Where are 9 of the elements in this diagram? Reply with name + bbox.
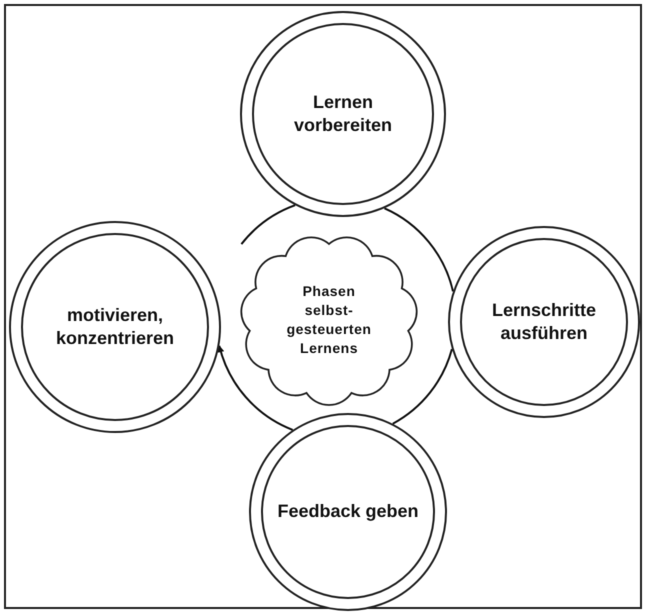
node-label: Lernschritte ausführen: [490, 298, 598, 345]
connector-arc: [392, 348, 453, 425]
arrow: [218, 345, 294, 431]
connector-arc: [240, 204, 296, 245]
node-label: Feedback geben: [277, 500, 419, 524]
node-label: Lernen vorbereiten: [292, 90, 394, 137]
connector-arc: [384, 207, 454, 292]
node-label: Phasen selbst-gesteuerten Lernens: [286, 282, 372, 358]
node-label: motivieren, konzentrieren: [54, 304, 175, 350]
